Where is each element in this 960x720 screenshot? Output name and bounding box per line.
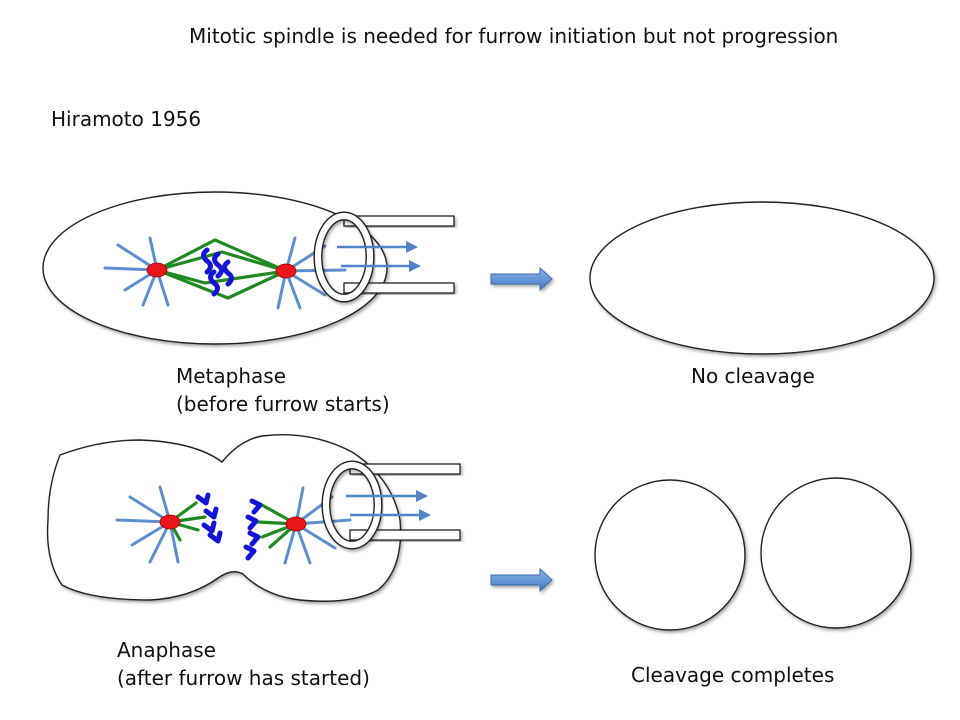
anaphase-cell-group — [46, 434, 461, 602]
anaphase-micropipette — [321, 460, 461, 550]
anaphase-chromosomes — [195, 492, 263, 561]
metaphase-centrosome-left — [146, 262, 168, 278]
metaphase-result-label: No cleavage — [691, 364, 815, 388]
metaphase-micropipette — [313, 211, 455, 303]
citation: Hiramoto 1956 — [51, 107, 202, 131]
diagram-title: Mitotic spindle is needed for furrow ini… — [189, 24, 839, 48]
anaphase-label: Anaphase — [117, 638, 216, 662]
anaphase-centrosome-right — [285, 516, 307, 532]
metaphase-centrosome-right — [275, 263, 297, 279]
metaphase-suction-arrows — [337, 241, 421, 272]
anaphase-furrowed-cell — [46, 434, 402, 602]
metaphase-sublabel: (before furrow starts) — [176, 392, 390, 416]
daughter-cell-right — [760, 477, 912, 629]
result-arrow-top — [490, 266, 553, 292]
anaphase-centrosome-left — [159, 514, 181, 530]
anaphase-sublabel: (after furrow has started) — [117, 666, 370, 690]
anaphase-suction-arrows — [346, 490, 431, 521]
metaphase-spindle — [155, 238, 288, 300]
metaphase-chromosomes — [201, 247, 234, 297]
result-arrow-bottom — [490, 567, 553, 593]
anaphase-result-label: Cleavage completes — [631, 663, 835, 687]
daughter-cell-left — [594, 479, 746, 631]
metaphase-egg-cell — [42, 191, 388, 345]
no-cleavage-cell — [589, 201, 935, 355]
metaphase-label: Metaphase — [176, 364, 287, 388]
metaphase-cell-group — [42, 191, 455, 345]
